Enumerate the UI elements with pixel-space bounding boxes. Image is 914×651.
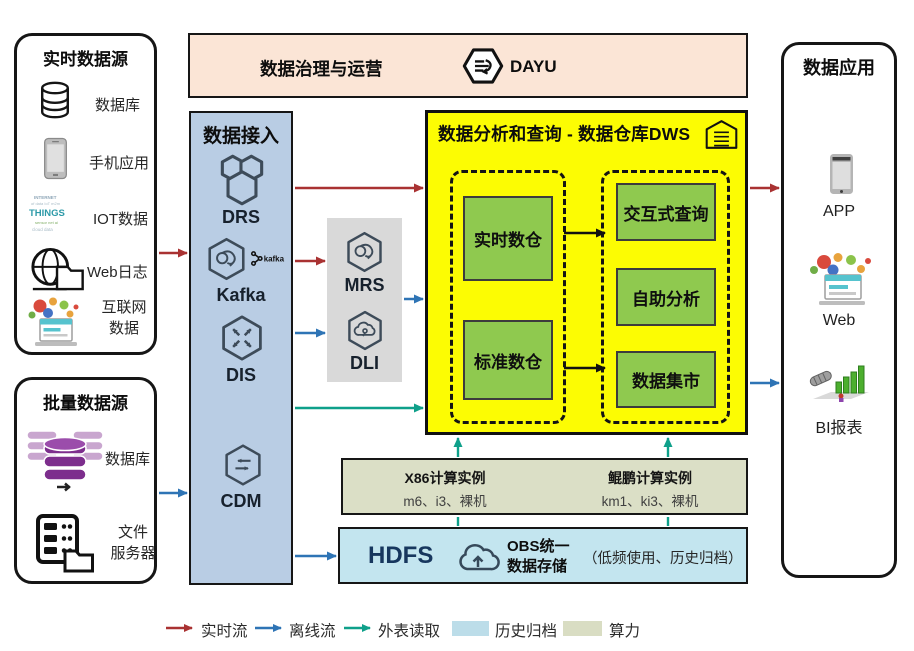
svg-text:THINGS: THINGS — [29, 208, 65, 219]
kunpeng-title: 鲲鹏计算实例 — [608, 470, 692, 486]
legend-swatch-archive — [452, 621, 489, 636]
internet-data-icon — [25, 295, 85, 351]
bi-label: BI报表 — [815, 420, 863, 437]
legend-offline-arrow — [255, 624, 282, 632]
app-phone-icon — [826, 153, 857, 195]
app-label: APP — [822, 203, 855, 220]
svg-text:INTERNET: INTERNET — [34, 195, 57, 200]
governance-title: 数据治理与运营 — [260, 59, 383, 79]
drs-icon — [216, 149, 268, 209]
realtime-source-label: 数据库 — [95, 97, 141, 114]
warehouse-title: 数据分析和查询 - 数据仓库DWS — [438, 124, 691, 144]
dis-icon — [219, 315, 265, 361]
warehouse-node-interactive-query: 交互式查询 — [616, 183, 716, 241]
legend-realtime-arrow — [166, 624, 193, 632]
batch-source-label: 数据库 — [105, 451, 151, 468]
web-app-icon — [805, 251, 879, 307]
obs-label: OBS统一数据存储 — [507, 538, 570, 575]
legend-label-compute: 算力 — [609, 623, 641, 640]
applications-title: 数据应用 — [803, 58, 875, 78]
kafka-icon — [205, 237, 248, 281]
kunpeng-compute: 鲲鹏计算实例 km1、ki3、裸机 — [565, 468, 735, 510]
dli-label: DLI — [350, 353, 379, 373]
mrs-icon — [344, 231, 385, 273]
warehouse-panel: 数据分析和查询 - 数据仓库DWS 实时数仓 标准数仓 交互式查询 自助分析 数… — [425, 110, 748, 435]
dayu-label: DAYU — [510, 57, 557, 76]
warehouse-node-data-mart: 数据集市 — [616, 351, 716, 408]
dli-icon — [345, 310, 385, 351]
x86-title: X86计算实例 — [404, 470, 486, 486]
legend-label-realtime: 实时流 — [201, 623, 248, 640]
x86-compute: X86计算实例 m6、i3、裸机 — [360, 468, 530, 510]
realtime-source-label: 手机应用 — [89, 155, 150, 172]
warehouse-query-group — [601, 170, 730, 424]
mrs-label: MRS — [344, 275, 385, 295]
realtime-sources-panel: 实时数据源 数据库 手机应用 INTERNET of data IoT — [14, 33, 157, 355]
realtime-source-label: IOT数据 — [93, 211, 148, 228]
x86-spec: m6、i3、裸机 — [403, 494, 487, 509]
warehouse-node-self-analysis: 自助分析 — [616, 268, 716, 326]
storage-note: （低频使用、历史归档） — [583, 551, 743, 567]
svg-text:cloud data: cloud data — [32, 227, 53, 232]
dis-label: DIS — [225, 365, 256, 385]
web-log-icon — [29, 246, 87, 294]
kunpeng-spec: km1、ki3、裸机 — [601, 494, 699, 509]
processing-panel: MRS DLI — [327, 218, 402, 382]
realtime-source-label: Web日志 — [87, 264, 148, 281]
cdm-label: CDM — [220, 491, 262, 511]
drs-label: DRS — [221, 207, 260, 227]
applications-panel: 数据应用 APP — [781, 42, 897, 578]
batch-source-label: 文件服务器 — [110, 524, 156, 562]
svg-text:kafka: kafka — [264, 255, 285, 264]
database-icon — [35, 78, 75, 122]
obs-cloud-icon — [454, 536, 502, 578]
compute-panel: X86计算实例 m6、i3、裸机 鲲鹏计算实例 km1、ki3、裸机 — [341, 458, 748, 515]
legend-swatch-compute — [563, 621, 602, 636]
batch-sources-title: 批量数据源 — [43, 394, 128, 413]
legend-external-arrow — [344, 624, 371, 632]
ingestion-panel: 数据接入 DRS kafka — [189, 111, 293, 585]
governance-banner: 数据治理与运营 DAYU — [188, 33, 748, 98]
dayu-icon — [462, 47, 504, 85]
realtime-sources-title: 实时数据源 — [43, 50, 128, 69]
mobile-phone-icon — [43, 137, 68, 180]
storage-panel: HDFS OBS统一数据存储 （低频使用、历史归档） — [338, 527, 748, 584]
legend-label-archive: 历史归档 — [495, 623, 558, 640]
kafka-label: Kafka — [216, 285, 266, 305]
warehouse-node-standard: 标准数仓 — [463, 320, 553, 400]
web-label: Web — [822, 312, 856, 329]
purple-database-icon — [23, 420, 107, 494]
svg-text:of data IoT m2m: of data IoT m2m — [31, 201, 61, 206]
cdm-icon — [222, 443, 264, 487]
realtime-source-label: 互联网数据 — [101, 299, 147, 337]
ingestion-title: 数据接入 — [202, 126, 279, 147]
warehouse-icon — [703, 118, 740, 151]
file-server-icon — [33, 513, 95, 573]
bi-report-icon — [806, 361, 872, 407]
iot-wordcloud-icon: INTERNET of data IoT m2m THINGS sensor n… — [29, 192, 79, 238]
svg-text:sensor net ai: sensor net ai — [35, 220, 58, 225]
warehouse-node-realtime: 实时数仓 — [463, 196, 553, 281]
warehouse-realtime-group — [450, 170, 566, 424]
kafka-logo: kafka — [250, 250, 288, 267]
legend-label-offline: 离线流 — [289, 623, 336, 640]
batch-sources-panel: 批量数据源 数据库 — [14, 377, 157, 584]
hdfs-label: HDFS — [368, 542, 434, 569]
legend-label-external: 外表读取 — [378, 623, 441, 640]
